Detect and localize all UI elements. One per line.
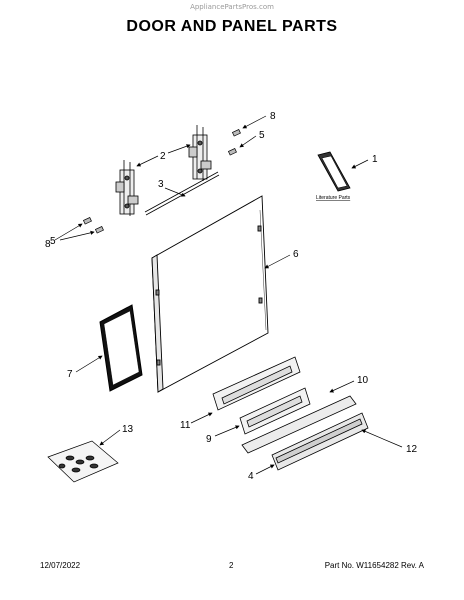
callouts: 1 2 3 4 5 5 6 7 8 8 9 10 11 12 13 bbox=[45, 111, 418, 482]
door-panel bbox=[151, 195, 269, 393]
callout-7: 7 bbox=[67, 369, 73, 380]
callout-3: 3 bbox=[158, 179, 164, 190]
footer-page-number: 2 bbox=[229, 561, 234, 570]
trim-strip-lower bbox=[239, 387, 311, 435]
callout-13: 13 bbox=[122, 424, 134, 435]
literature-parts-booklet: Literature Parts bbox=[316, 151, 351, 201]
callout-5-left: 5 bbox=[50, 236, 56, 247]
callout-4: 4 bbox=[248, 471, 254, 482]
page-title: DOOR AND PANEL PARTS bbox=[126, 18, 338, 35]
hardware-bag bbox=[47, 440, 119, 483]
callout-5-right: 5 bbox=[259, 130, 265, 141]
callout-8-right: 8 bbox=[270, 111, 276, 122]
door-rod bbox=[144, 171, 220, 216]
callout-12: 12 bbox=[406, 444, 418, 455]
callout-2: 2 bbox=[160, 151, 166, 162]
door-rail bbox=[241, 395, 357, 454]
insulation-pad bbox=[99, 304, 143, 392]
callout-1: 1 bbox=[372, 154, 378, 165]
door-handle bbox=[271, 412, 369, 471]
callout-6: 6 bbox=[293, 249, 299, 260]
trim-strip-upper bbox=[212, 356, 301, 411]
hinge-right bbox=[188, 125, 212, 181]
callout-10: 10 bbox=[357, 375, 369, 386]
leader-lines bbox=[54, 115, 403, 475]
callout-11: 11 bbox=[180, 420, 191, 431]
footer-date: 12/07/2022 bbox=[40, 561, 81, 570]
watermark: AppliancePartsPros.com bbox=[190, 3, 274, 11]
callout-8-left: 8 bbox=[45, 239, 51, 250]
hinge-left bbox=[115, 160, 139, 216]
footer-part-number: Part No. W11654282 Rev. A bbox=[324, 561, 424, 570]
callout-9: 9 bbox=[206, 434, 212, 445]
literature-parts-label: Literature Parts bbox=[316, 195, 351, 201]
